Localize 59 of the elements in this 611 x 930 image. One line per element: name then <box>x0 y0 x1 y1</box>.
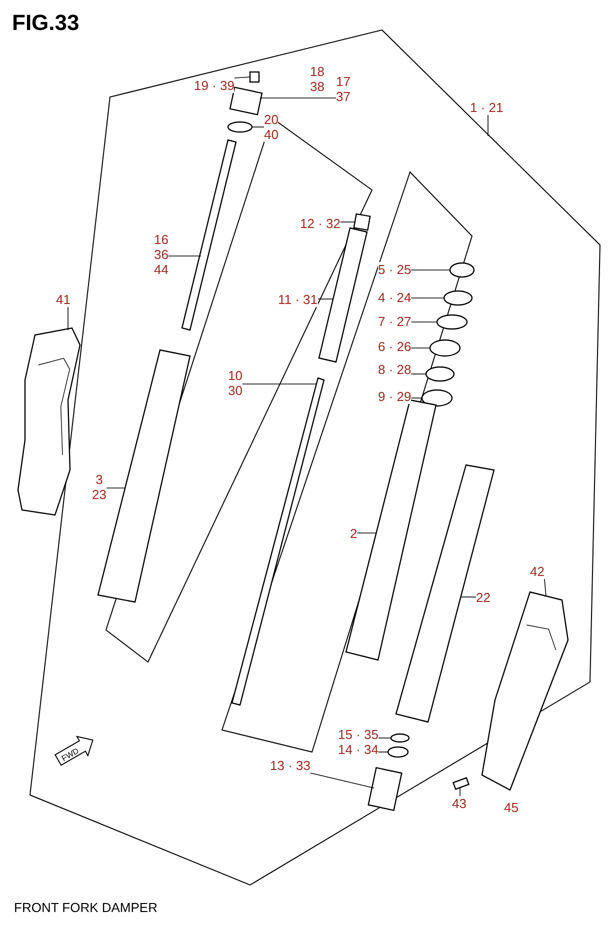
washer-part <box>436 314 468 330</box>
leader-line <box>252 126 264 128</box>
leader-line <box>234 76 250 78</box>
callout-number: 30 <box>228 383 242 398</box>
callout-number: 1 · 21 <box>470 100 504 115</box>
inner-tube-part <box>395 464 495 723</box>
callout-number: 5 · 25 <box>378 262 412 277</box>
callout-number: 9 · 29 <box>378 389 412 404</box>
callout-number: 43 <box>452 796 466 811</box>
bolt-part <box>249 71 260 83</box>
base-valve-part <box>368 767 402 811</box>
bolt-part <box>452 777 470 790</box>
callout-number: 15 · 35 <box>338 727 378 742</box>
callout-number: 37 <box>336 89 350 104</box>
callout-number: 13 · 33 <box>270 758 310 773</box>
leader-line <box>544 578 546 596</box>
callout-number: 23 <box>92 487 106 502</box>
callout-number: 6 · 26 <box>378 339 412 354</box>
bushing-part <box>449 262 475 278</box>
leader-line <box>356 532 376 534</box>
callout-number: 20 <box>264 112 278 127</box>
callout-number: 38 <box>310 79 324 94</box>
stopper-ring-part <box>425 366 455 382</box>
callout-number: 12 · 32 <box>300 216 340 231</box>
callout-number: 16 <box>154 232 168 247</box>
callout-number: 42 <box>530 564 544 579</box>
spring-rod-part <box>181 139 237 331</box>
figure-title: FIG.33 <box>12 10 80 36</box>
oil-seal-part <box>429 339 461 357</box>
direction-label: FWD <box>60 746 80 764</box>
caption: FRONT FORK DAMPER <box>14 900 158 915</box>
callout-number: 36 <box>154 247 168 262</box>
callout-number: 10 <box>228 368 242 383</box>
callout-number: 7 · 27 <box>378 314 412 329</box>
leader-line <box>460 596 476 598</box>
cylinder-part <box>318 227 368 363</box>
callout-number: 19 · 39 <box>194 78 234 93</box>
callout-number: 44 <box>154 262 168 277</box>
callout-number: 41 <box>56 292 70 307</box>
callout-number: 4 · 24 <box>378 290 412 305</box>
bushing-part <box>443 290 473 306</box>
fork-guard-part <box>17 327 81 516</box>
callout-number: 40 <box>264 127 278 142</box>
callout-number: 18 <box>310 64 324 79</box>
dust-seal-part <box>421 389 453 407</box>
leader-line <box>310 772 374 788</box>
leader-line <box>317 298 334 300</box>
callout-number: 2 <box>350 526 358 541</box>
callout-number: 11 · 31 <box>278 292 318 307</box>
o-ring-part <box>390 733 410 743</box>
callout-number: 45 <box>504 800 518 815</box>
callout-number: 17 <box>336 74 350 89</box>
o-ring-part <box>387 746 409 758</box>
callout-number: 22 <box>476 590 490 605</box>
o-ring-part <box>227 121 253 133</box>
callout-number: 8 · 28 <box>378 362 412 377</box>
callout-number: 14 · 34 <box>338 742 378 757</box>
collar-part <box>353 213 371 231</box>
callout-number: 3 <box>94 472 104 487</box>
